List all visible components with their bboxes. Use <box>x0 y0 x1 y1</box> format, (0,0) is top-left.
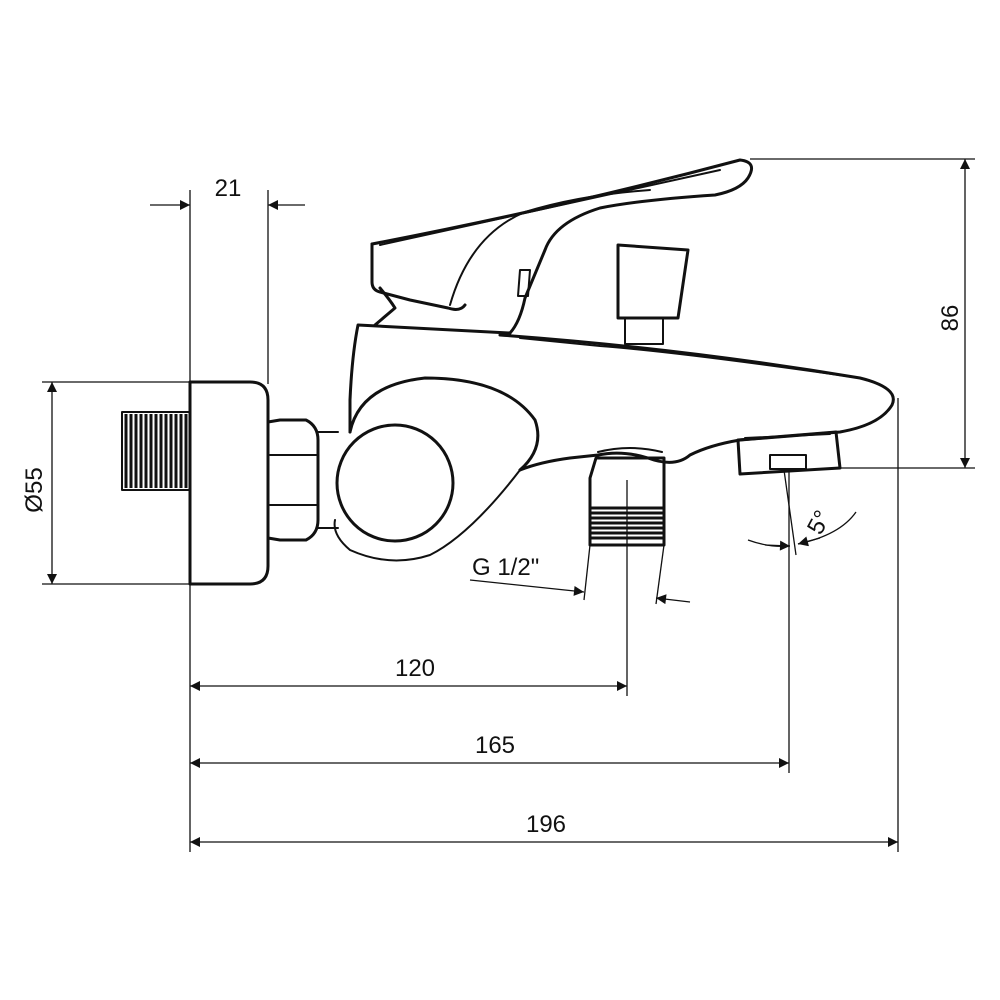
dim-label-196: 196 <box>526 811 566 838</box>
dim-label-angle-5: 5° <box>802 506 837 539</box>
inlet-thread <box>121 411 191 491</box>
dimension-lines <box>42 158 975 852</box>
diverter-button <box>616 243 690 345</box>
dim-label-thread-size: G 1/2" <box>472 554 539 581</box>
dim-label-120: 120 <box>395 655 435 682</box>
dim-label-86: 86 <box>937 305 964 332</box>
hex-nut <box>266 418 339 542</box>
lever-handle <box>370 158 754 335</box>
faucet-outline <box>121 158 895 586</box>
dim-label-21: 21 <box>215 175 242 202</box>
wall-flange <box>188 380 270 586</box>
spout-aerator <box>736 430 842 476</box>
dim-label-diameter-55: Ø55 <box>21 467 48 512</box>
dim-label-165: 165 <box>475 732 515 759</box>
